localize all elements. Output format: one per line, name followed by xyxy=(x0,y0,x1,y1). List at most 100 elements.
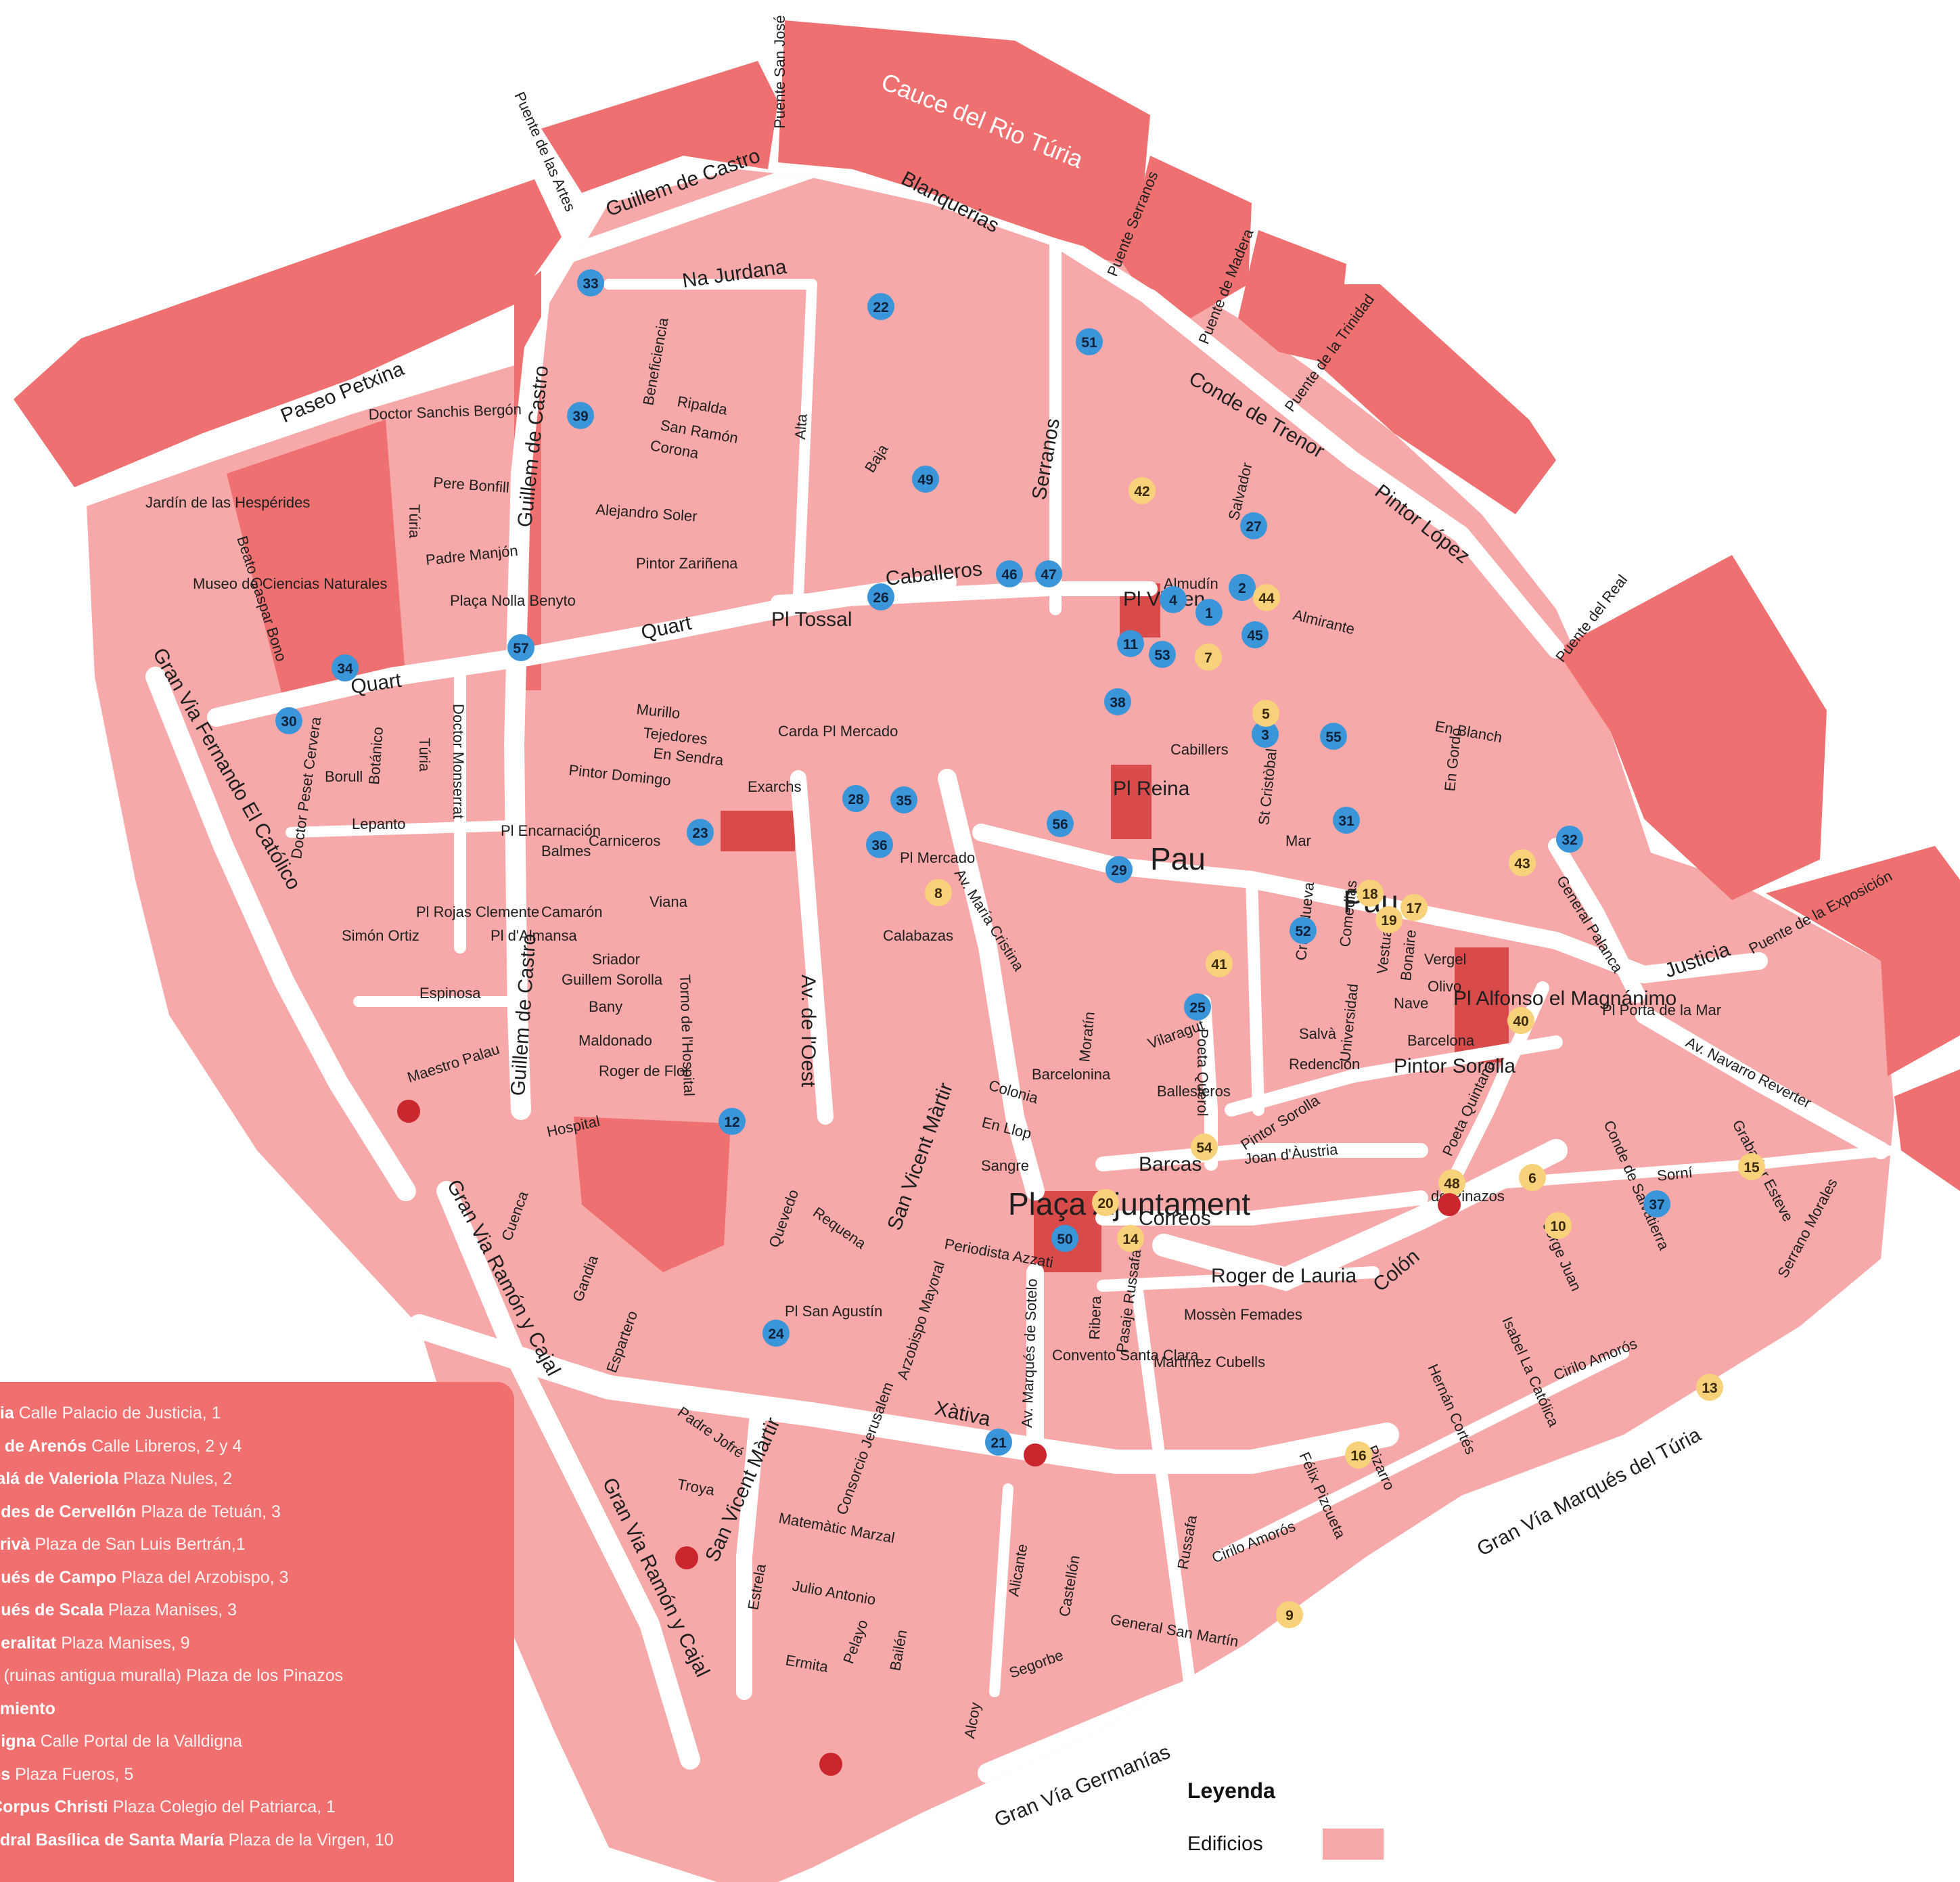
monument-name: neralitat xyxy=(0,1633,57,1653)
lbl-mar: Mar xyxy=(1285,832,1311,849)
marker-number: 6 xyxy=(1528,1171,1536,1186)
lbl-pl-rojas: Pl Rojas Clemente xyxy=(416,903,539,920)
monument-address: Plaza de Tetuán, 3 xyxy=(136,1502,281,1521)
marker-circle xyxy=(275,707,302,734)
lbl-sorni: Sorní xyxy=(1656,1164,1693,1184)
river-park xyxy=(14,20,1960,1272)
monument-list-item: cia Calle Palacio de Justicia, 1 xyxy=(0,1397,514,1430)
marker-number: 10 xyxy=(1550,1219,1566,1234)
marker-circle xyxy=(1195,599,1223,626)
marker-circle xyxy=(1076,328,1103,355)
street-lepanto xyxy=(286,820,520,838)
marker-32: 32 xyxy=(1556,826,1583,853)
marker-43: 43 xyxy=(1509,849,1536,876)
monument-list-item: os Plaza Fueros, 5 xyxy=(0,1758,514,1791)
marker-circle xyxy=(1104,688,1131,715)
marker-38: 38 xyxy=(1104,688,1131,715)
street-pintor-sorolla xyxy=(1225,1035,1563,1117)
marker-circle xyxy=(1333,807,1360,834)
lbl-puente-san-jose: Puente San José xyxy=(771,15,788,129)
monument-address: Plaza del Arzobispo, 3 xyxy=(116,1567,289,1587)
metro-icon xyxy=(1024,1443,1047,1466)
marker-circle xyxy=(1375,906,1403,933)
marker-circle xyxy=(1035,560,1062,587)
monument-address: Plaza Nules, 2 xyxy=(118,1469,233,1488)
street-caballeros xyxy=(771,581,1158,610)
marker-23: 23 xyxy=(687,819,714,846)
marker-number: 49 xyxy=(917,472,933,488)
marker-circle xyxy=(1253,584,1280,611)
lbl-vergel: Vergel xyxy=(1424,951,1466,968)
marker-21: 21 xyxy=(985,1429,1012,1456)
lbl-carniceros: Carniceros xyxy=(589,832,660,849)
marker-number: 25 xyxy=(1189,1000,1206,1016)
lbl-barcelona: Barcelona xyxy=(1407,1032,1475,1049)
monument-name: talá de Valeriola xyxy=(0,1469,118,1488)
marker-number: 7 xyxy=(1204,650,1212,666)
marker-circle xyxy=(1206,950,1233,977)
streets-network xyxy=(145,169,1893,1783)
garden-east xyxy=(1894,1069,1960,1191)
marker-circle xyxy=(1047,810,1074,837)
marker-36: 36 xyxy=(866,831,893,858)
lbl-doctor-monserrat: Doctor Monserrat xyxy=(450,704,467,819)
marker-circle xyxy=(687,819,714,846)
lbl-ballesteros: Ballesteros xyxy=(1157,1083,1231,1100)
street-san-vicent xyxy=(938,769,1045,1201)
marker-49: 49 xyxy=(912,466,939,493)
marker-circle xyxy=(1545,1212,1572,1239)
monument-name: qués de Scala xyxy=(0,1600,104,1619)
street-barcas xyxy=(1095,1143,1428,1171)
marker-number: 46 xyxy=(1001,567,1017,583)
street-alicante xyxy=(989,1483,1013,1697)
marker-9: 9 xyxy=(1276,1601,1303,1628)
metro-icon xyxy=(819,1753,842,1776)
marker-number: 18 xyxy=(1362,887,1378,902)
marker-circle xyxy=(1184,993,1211,1021)
marker-circle xyxy=(1106,856,1133,883)
lbl-pl-san-agustin: Pl San Agustín xyxy=(785,1303,882,1320)
marker-41: 41 xyxy=(1206,950,1233,977)
monument-list-item: crivà Plaza de San Luis Bertrán,1 xyxy=(0,1528,514,1561)
marker-number: 39 xyxy=(572,409,588,424)
marker-47: 47 xyxy=(1035,560,1062,587)
marker-34: 34 xyxy=(332,654,359,681)
lbl-pl-nolla: Plaça Nolla Benyto xyxy=(450,592,576,609)
marker-circle xyxy=(1507,1007,1534,1034)
garden-serranos xyxy=(1123,156,1252,318)
monument-list-item: Corpus Christi Plaza Colegio del Patriar… xyxy=(0,1791,514,1824)
marker-circle xyxy=(985,1429,1012,1456)
marker-7: 7 xyxy=(1195,644,1222,671)
marker-circle xyxy=(1195,644,1222,671)
marker-circle xyxy=(1400,894,1428,921)
marker-2: 2 xyxy=(1229,574,1256,601)
marker-circle xyxy=(912,466,939,493)
marker-number: 4 xyxy=(1169,593,1177,608)
monument-list-item: talá de Valeriola Plaza Nules, 2 xyxy=(0,1462,514,1496)
marker-number: 32 xyxy=(1562,832,1577,848)
metro-markers xyxy=(397,1100,1461,1776)
marker-circle xyxy=(1509,849,1536,876)
marker-circle xyxy=(1357,880,1384,907)
marker-number: 43 xyxy=(1514,856,1530,872)
marker-circle xyxy=(925,879,952,906)
monument-list-item: amiento xyxy=(0,1693,514,1726)
marker-number: 2 xyxy=(1238,581,1246,596)
metro-icon xyxy=(397,1100,420,1123)
monument-name: il de Arenós xyxy=(0,1436,87,1456)
legend: Leyenda Edificios xyxy=(1187,1778,1404,1866)
street-russafa xyxy=(1131,1280,1197,1698)
marker-8: 8 xyxy=(925,879,952,906)
monument-name: amiento xyxy=(0,1699,55,1718)
monument-name: Corpus Christi xyxy=(0,1797,108,1816)
monument-address: Plaza de la Virgen, 10 xyxy=(223,1830,394,1850)
monument-list-item: ndes de Cervellón Plaza de Tetuán, 3 xyxy=(0,1496,514,1529)
marker-number: 24 xyxy=(768,1326,784,1342)
marker-52: 52 xyxy=(1290,917,1317,944)
marker-circle xyxy=(1092,1189,1119,1216)
marker-number: 41 xyxy=(1211,957,1227,972)
marker-number: 36 xyxy=(871,838,887,853)
marker-circle xyxy=(1696,1374,1723,1401)
lbl-borull: Borull xyxy=(325,768,363,785)
